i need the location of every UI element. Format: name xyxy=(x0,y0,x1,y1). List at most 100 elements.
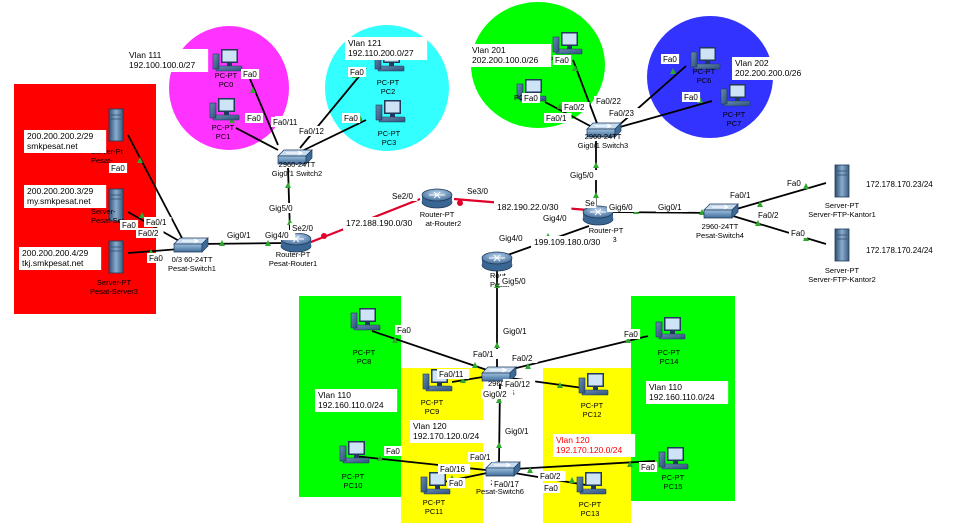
network-label-3-box xyxy=(531,236,614,249)
ftp2-ip: 172.178.170.24/24 xyxy=(866,246,933,255)
port-label-text: Fa0/16 xyxy=(440,465,465,474)
device-pc3-name: PC3 xyxy=(382,138,397,147)
port-label: Fa0/11 xyxy=(271,117,304,127)
vlan-label-120-right-box xyxy=(553,434,636,457)
port-label: Fa0 xyxy=(147,253,166,263)
port-label-box xyxy=(395,325,414,335)
server-label-1-line-1: smkpesat.net xyxy=(27,141,78,151)
port-label-box xyxy=(492,479,525,489)
ethernet-link xyxy=(235,127,279,151)
vlan-label-201-line-0: Vlan 201 xyxy=(472,45,506,55)
port-label: Gig0/1 xyxy=(225,230,258,240)
port-label-text: Fa0/11 xyxy=(273,118,298,127)
port-label-box xyxy=(661,54,680,64)
link-up-indicator xyxy=(593,192,599,198)
vlan-label-202-box xyxy=(732,57,815,80)
port-label-box xyxy=(639,462,658,472)
device-ftp1-model: Server-PT xyxy=(825,201,860,210)
port-label-box xyxy=(120,220,139,230)
port-label: Fa0 xyxy=(245,113,264,123)
port-label-box xyxy=(568,170,601,180)
port-label-text: Fa0 xyxy=(386,447,400,456)
port-label-box xyxy=(789,228,808,238)
port-label: Fa0 xyxy=(542,483,561,493)
port-label: Fa0 xyxy=(682,92,701,102)
port-label-text: Fa0 xyxy=(350,68,364,77)
ethernet-link xyxy=(507,335,649,371)
device-pc2-model: PC-PT xyxy=(377,78,400,87)
network-label-2: 182.190.22.0/30 xyxy=(494,201,572,214)
link-up-indicator xyxy=(625,337,631,343)
device-pc0-name: PC0 xyxy=(219,80,234,89)
device-pc5[interactable]: PC- xyxy=(514,78,547,102)
port-label-text: Gig6/0 xyxy=(609,203,633,212)
port-label: Fa0/17 xyxy=(492,479,525,489)
device-sw5-model: 2960- xyxy=(488,379,508,388)
port-label-box xyxy=(437,369,470,379)
link-up-indicator xyxy=(525,363,531,369)
port-label-text: Fa0 xyxy=(684,93,698,102)
port-label: Fa0 xyxy=(348,67,367,77)
vlan-label-111-line-0: Vlan 111 xyxy=(129,50,162,60)
device-pc8-model: PC-PT xyxy=(353,348,376,357)
port-label-text: Gig0/2 xyxy=(483,390,507,399)
device-pc3-model: PC-PT xyxy=(378,129,401,138)
port-label-box xyxy=(468,452,496,462)
device-srv2[interactable]: Server-Pesat-Ser xyxy=(91,188,125,225)
device-sw4-model: 2960-24TT xyxy=(702,222,739,231)
port-label: Gig5/0 xyxy=(568,170,601,180)
zone-blue xyxy=(647,16,773,138)
port-label-text: Gig0/1 xyxy=(227,231,251,240)
port-label-box xyxy=(481,389,514,399)
network-label-1-line-0: 172.188.190.0/30 xyxy=(346,218,412,228)
ethernet-link xyxy=(196,242,287,245)
ethernet-link xyxy=(619,100,713,128)
device-pc12-model: PC-PT xyxy=(581,401,604,410)
port-label: Fa0/1 xyxy=(544,113,572,123)
ethernet-link xyxy=(371,330,488,371)
port-label-box xyxy=(263,230,296,240)
server-label-2-box xyxy=(24,185,107,208)
sw-icon xyxy=(703,203,739,219)
port-label-text: Se2/0 xyxy=(292,224,313,233)
port-label-box xyxy=(728,190,756,200)
device-pc8-name: PC8 xyxy=(357,357,372,366)
port-label-box xyxy=(245,113,264,123)
vlan-label-121-box xyxy=(345,37,428,60)
vlan-label-110-left-line-1: 192.160.110.0/24 xyxy=(318,400,384,410)
port-label-text: Fa0/22 xyxy=(596,97,621,106)
device-srv3-name: Pesat-Server3 xyxy=(90,287,138,296)
device-pc13-model: PC-PT xyxy=(579,500,602,509)
ethernet-link xyxy=(513,460,656,470)
network-label-2-box xyxy=(494,201,572,214)
port-label-box xyxy=(503,426,536,436)
port-label-box xyxy=(147,253,166,263)
